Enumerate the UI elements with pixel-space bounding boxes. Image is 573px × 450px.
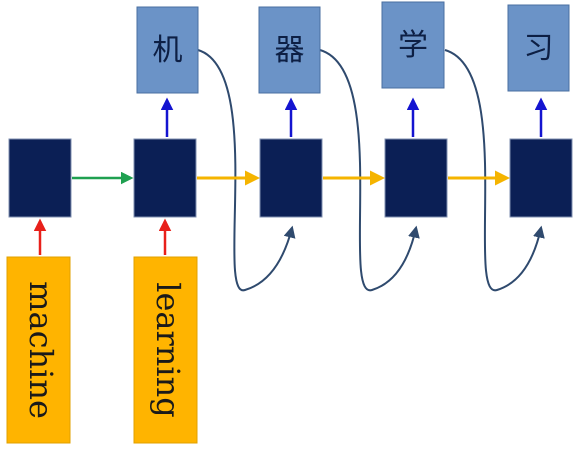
output-char-1: 机 bbox=[153, 33, 183, 68]
rnn-cell-4 bbox=[384, 138, 448, 218]
rnn-cell-2 bbox=[133, 138, 197, 218]
input-box-1: machine bbox=[6, 256, 71, 444]
output-char-3: 学 bbox=[398, 28, 428, 63]
rnn-cell-5 bbox=[509, 138, 573, 218]
rnn-cell-3 bbox=[259, 138, 323, 218]
input-word-machine: machine bbox=[22, 281, 60, 419]
input-word-learning: learning bbox=[149, 282, 187, 417]
feedback-curve-2 bbox=[319, 49, 420, 292]
output-box-4: 习 bbox=[507, 4, 570, 92]
feedback-curve-1 bbox=[197, 49, 296, 292]
output-box-2: 器 bbox=[258, 6, 321, 94]
output-char-2: 器 bbox=[275, 33, 305, 68]
output-box-1: 机 bbox=[136, 6, 199, 94]
input-box-2: learning bbox=[133, 256, 198, 444]
output-char-4: 习 bbox=[524, 31, 554, 66]
rnn-cell-1 bbox=[8, 138, 72, 218]
output-box-3: 学 bbox=[381, 1, 445, 89]
feedback-curve-3 bbox=[444, 49, 545, 292]
